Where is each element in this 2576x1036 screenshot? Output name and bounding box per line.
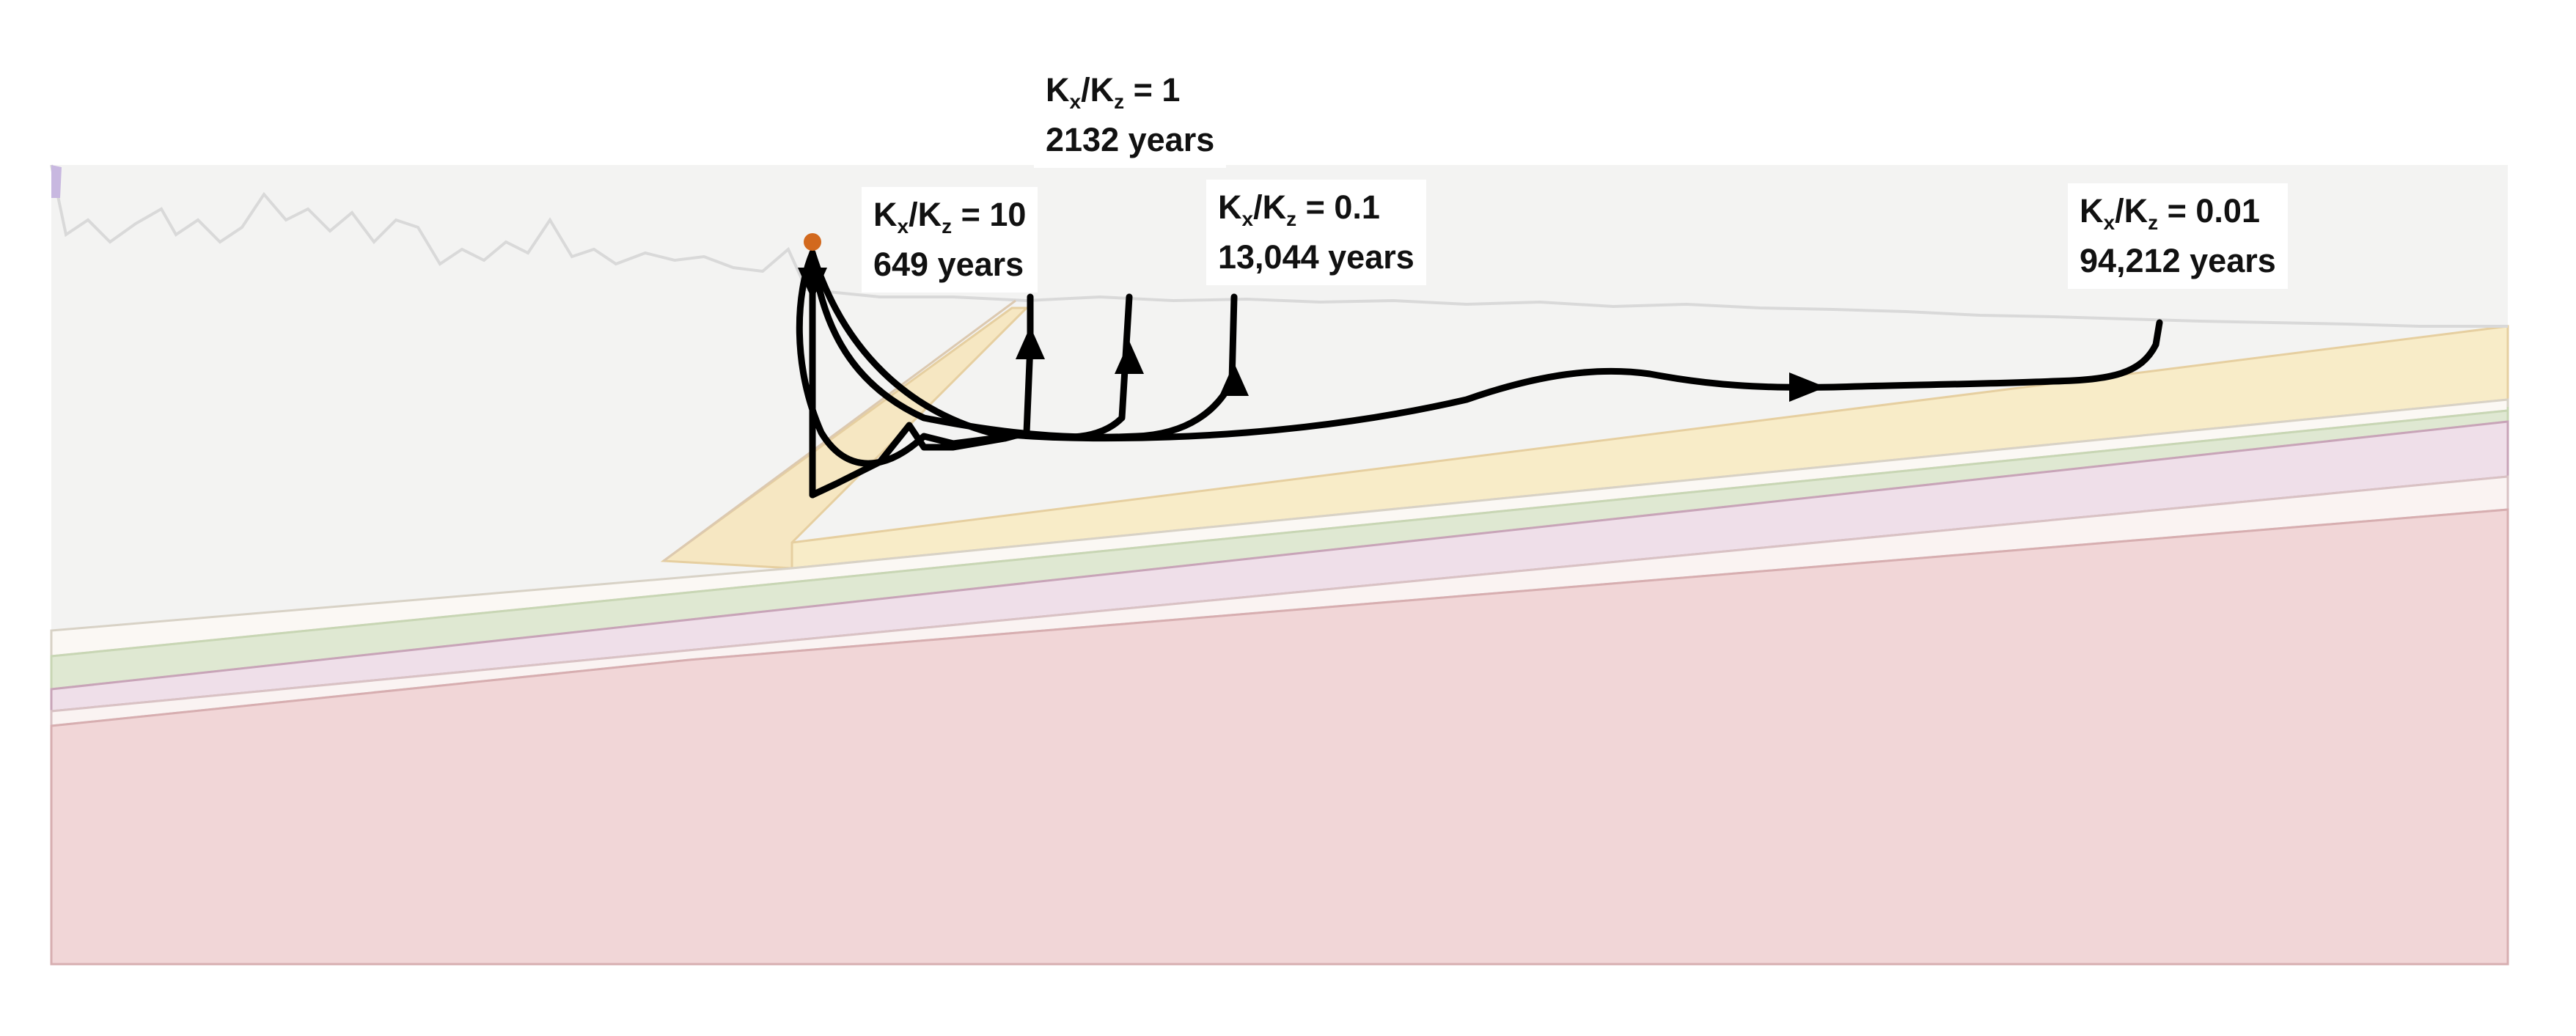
k-symbol: K — [1090, 71, 1115, 109]
k-subscript: z — [1286, 207, 1297, 230]
layer-bedrock — [50, 508, 2509, 966]
ratio-value: = 0.01 — [2167, 192, 2260, 229]
ratio-value: = 0.1 — [1305, 188, 1380, 226]
label-kx-kz-0-1: Kx/Kz = 0.1 13,044 years — [1206, 180, 1426, 285]
layer-white — [50, 398, 2509, 658]
topography-line — [50, 164, 2508, 328]
k-symbol: K — [917, 196, 942, 233]
k-symbol: K — [1262, 188, 1287, 226]
k-subscript: z — [942, 215, 953, 238]
k-symbol: K — [2080, 192, 2104, 229]
k-subscript: x — [1069, 90, 1082, 113]
flow-path-kx-kz-0-01 — [809, 249, 2163, 442]
k-symbol: K — [1046, 71, 1070, 109]
arrow-up-icon — [1219, 363, 1249, 396]
flow-arrows — [798, 268, 1826, 402]
k-subscript: x — [1241, 207, 1254, 230]
ratio-value: = 1 — [1133, 71, 1181, 109]
k-symbol: K — [873, 196, 898, 233]
layer-green — [50, 407, 2509, 691]
travel-time: 13,044 years — [1218, 238, 1414, 276]
label-kx-kz-0-01: Kx/Kz = 0.01 94,212 years — [2068, 183, 2288, 289]
k-subscript: x — [2103, 211, 2116, 234]
k-subscript: z — [2148, 211, 2159, 234]
label-kx-kz-10: Kx/Kz = 10 649 years — [862, 187, 1038, 293]
flow-path-kx-kz-10 — [809, 249, 1034, 499]
arrow-down-icon — [798, 268, 827, 301]
ratio-value: = 10 — [961, 196, 1027, 233]
arrow-up-icon — [1016, 326, 1045, 359]
slope-line — [663, 299, 1016, 562]
arrow-up-icon — [1115, 341, 1144, 374]
ratio-line: Kx/Kz = 1 — [1046, 71, 1181, 113]
recharge-point-icon — [804, 233, 821, 251]
travel-time: 94,212 years — [2080, 242, 2276, 279]
ratio-line: Kx/Kz = 0.01 — [2080, 192, 2260, 234]
travel-time: 649 years — [873, 246, 1024, 283]
travel-time: 2132 years — [1046, 121, 1215, 158]
k-symbol: K — [1218, 188, 1242, 226]
k-subscript: z — [1114, 90, 1125, 113]
k-subscript: x — [897, 215, 909, 238]
small-lake-icon — [51, 165, 62, 198]
arrow-right-icon — [1789, 372, 1826, 402]
ratio-line: Kx/Kz = 10 — [873, 196, 1027, 238]
ratio-line: Kx/Kz = 0.1 — [1218, 188, 1380, 230]
k-symbol: K — [2124, 192, 2148, 229]
label-kx-kz-1: Kx/Kz = 1 2132 years — [1034, 62, 1227, 168]
